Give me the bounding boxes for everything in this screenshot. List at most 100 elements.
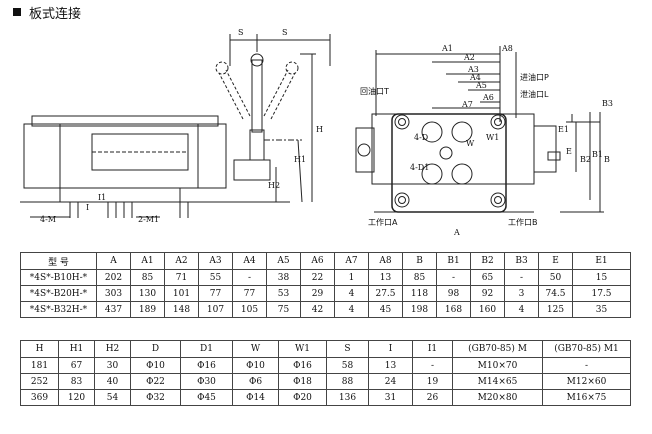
dim-w1: W1 xyxy=(486,133,499,142)
table-cell: M16×75 xyxy=(542,389,631,406)
table-cell: - xyxy=(232,269,267,286)
table-cell: 15 xyxy=(572,269,631,286)
table-row: *4S*-B10H-* 202 85 71 55 - 38 22 1 13 85… xyxy=(20,269,631,286)
technical-drawing: S S H H1 H2 4-M 2-M1 I I1 A1 A8 A2 A3 A4… xyxy=(20,28,613,237)
table-cell: 38 xyxy=(266,269,301,286)
table1-header-cell: A3 xyxy=(198,252,233,270)
table-cell: 26 xyxy=(412,389,453,406)
spec-table-1: 型 号 A A1 A2 A3 A4 A5 A6 A7 A8 B B1 B2 B3… xyxy=(20,252,631,318)
table1-header-cell: E xyxy=(538,252,573,270)
table-cell: 101 xyxy=(164,285,199,302)
table-cell: 148 xyxy=(164,301,199,318)
table-cell: 437 xyxy=(96,301,131,318)
table1-header-cell: A xyxy=(96,252,131,270)
label-i1: I1 xyxy=(98,193,106,202)
section-title-text: 板式连接 xyxy=(29,6,82,22)
table-cell: 17.5 xyxy=(572,285,631,302)
code-4d1: 4-D1 xyxy=(410,163,429,172)
table-cell: 92 xyxy=(470,285,505,302)
table-cell: 22 xyxy=(300,269,335,286)
dim-e: E xyxy=(566,147,572,156)
table-cell: 105 xyxy=(232,301,267,318)
label-i: I xyxy=(86,203,89,212)
dim-h2: H2 xyxy=(268,181,280,190)
table1-header-cell: 型 号 xyxy=(20,252,97,270)
table-cell: Φ16 xyxy=(180,357,233,374)
dim-a5: A5 xyxy=(475,81,487,90)
dim-s-right: S xyxy=(282,28,287,37)
table-cell: 198 xyxy=(402,301,437,318)
dim-a2: A2 xyxy=(463,53,475,62)
dim-h: H xyxy=(316,125,323,134)
table-cell: 88 xyxy=(326,373,369,390)
dim-a: A xyxy=(453,228,460,237)
table-cell: Φ6 xyxy=(232,373,279,390)
table-cell: 42 xyxy=(300,301,335,318)
table-cell: Φ14 xyxy=(232,389,279,406)
table-cell: 30 xyxy=(94,357,131,374)
table-cell: 45 xyxy=(368,301,403,318)
table-cell: 4 xyxy=(334,301,369,318)
table-cell: - xyxy=(542,357,631,374)
square-bullet-icon xyxy=(13,8,21,16)
table1-header-cell: A7 xyxy=(334,252,369,270)
table-cell: 40 xyxy=(94,373,131,390)
table-cell: 85 xyxy=(130,269,165,286)
table2-header-cell: H1 xyxy=(58,340,95,358)
dim-a7: A7 xyxy=(461,100,473,109)
table-cell: 24 xyxy=(368,373,413,390)
label-4m: 4-M xyxy=(40,215,56,224)
table-cell: 3 xyxy=(504,285,539,302)
table-row: 252 83 40 Φ22 Φ30 Φ6 Φ18 88 24 19 M14×65… xyxy=(20,373,631,390)
dim-a1: A1 xyxy=(441,44,453,53)
table-cell: 98 xyxy=(436,285,471,302)
table-cell: 252 xyxy=(20,373,59,390)
table-cell: 53 xyxy=(266,285,301,302)
table-cell: Φ16 xyxy=(278,357,327,374)
table-row: *4S*-B20H-* 303 130 101 77 77 53 29 4 27… xyxy=(20,285,631,302)
dim-a3: A3 xyxy=(467,65,479,74)
table-cell: 136 xyxy=(326,389,369,406)
table1-header-cell: B1 xyxy=(436,252,471,270)
table-cell: 125 xyxy=(538,301,573,318)
table-cell: Φ20 xyxy=(278,389,327,406)
table1-header-row: 型 号 A A1 A2 A3 A4 A5 A6 A7 A8 B B1 B2 B3… xyxy=(20,252,631,270)
port-l-label: 泄油口L xyxy=(520,89,549,99)
dim-b: B xyxy=(604,155,610,164)
table-cell: 168 xyxy=(436,301,471,318)
right-view xyxy=(355,46,604,213)
table-cell: 13 xyxy=(368,357,413,374)
dim-a6: A6 xyxy=(482,93,494,102)
port-b-label: 工作口B xyxy=(508,217,538,227)
table-cell: *4S*-B20H-* xyxy=(20,285,97,302)
table-cell: 58 xyxy=(326,357,369,374)
table-cell: 65 xyxy=(470,269,505,286)
table2-header-cell: D xyxy=(130,340,181,358)
table2-header-cell: W xyxy=(232,340,279,358)
table2-header-row: H H1 H2 D D1 W W1 S I I1 (GB70-85) M (GB… xyxy=(20,340,631,358)
table2-header-cell: (GB70-85) M xyxy=(452,340,543,358)
table-cell: 77 xyxy=(198,285,233,302)
table1-header-cell: A5 xyxy=(266,252,301,270)
table-cell: M14×65 xyxy=(452,373,543,390)
table-row: *4S*-B32H-* 437 189 148 107 105 75 42 4 … xyxy=(20,301,631,318)
dim-b1: B1 xyxy=(592,150,603,159)
table1-header-cell: B xyxy=(402,252,437,270)
table-cell: 71 xyxy=(164,269,199,286)
dim-e1: E1 xyxy=(558,125,569,134)
table-cell: 35 xyxy=(572,301,631,318)
table-cell: 1 xyxy=(334,269,369,286)
dim-b3: B3 xyxy=(602,99,613,108)
section-title: 板式连接 xyxy=(13,2,81,22)
table-cell: 85 xyxy=(402,269,437,286)
table-cell: - xyxy=(412,357,453,374)
table-cell: 27.5 xyxy=(368,285,403,302)
dim-s-left: S xyxy=(238,28,243,37)
table-cell: 4 xyxy=(504,301,539,318)
table2-header-cell: H2 xyxy=(94,340,131,358)
table-cell: 160 xyxy=(470,301,505,318)
table-cell: 189 xyxy=(130,301,165,318)
table-cell: 19 xyxy=(412,373,453,390)
table-cell: 369 xyxy=(20,389,59,406)
table2-header-cell: I xyxy=(368,340,413,358)
